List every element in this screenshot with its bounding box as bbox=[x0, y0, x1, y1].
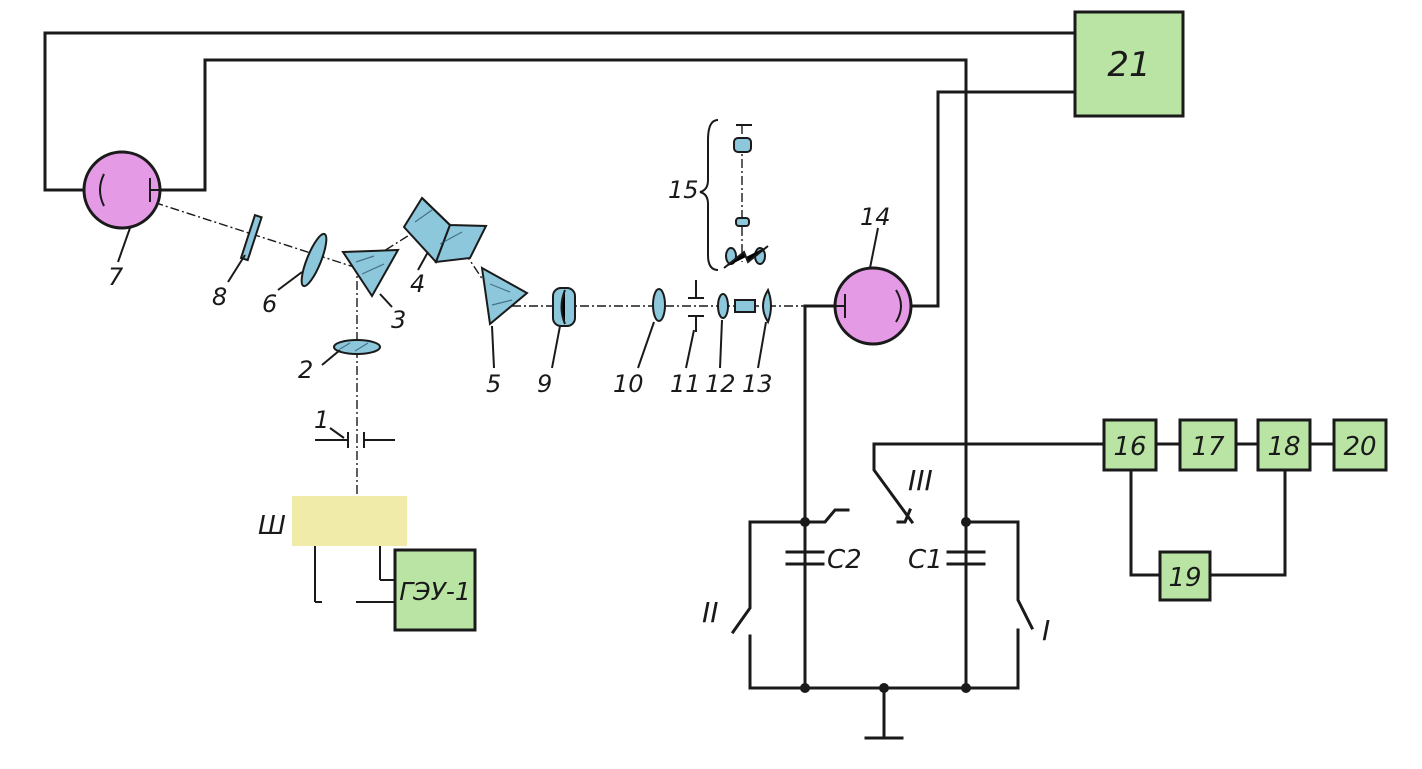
label-c2: C2 bbox=[827, 545, 862, 575]
wire-16-19 bbox=[1129, 468, 1162, 577]
label-7: 7 bbox=[108, 263, 124, 291]
entrance-slit bbox=[315, 432, 395, 448]
block-19: 19 bbox=[1158, 550, 1212, 602]
label-6: 6 bbox=[262, 290, 277, 318]
wire-21-to-pm7-left bbox=[43, 31, 1077, 192]
wire-pm14-to-c2 bbox=[803, 304, 837, 690]
junction-c2-top bbox=[800, 517, 810, 527]
switch-i-blade bbox=[964, 520, 1035, 631]
label-14: 14 bbox=[860, 203, 891, 231]
label-switch-iii: III bbox=[908, 464, 933, 497]
switch-iii-contact bbox=[896, 508, 912, 524]
optical-assembly-15 bbox=[699, 119, 769, 271]
prism-5 bbox=[480, 266, 529, 326]
photomultiplier-14 bbox=[833, 266, 913, 346]
wire-pm7-to-bus bbox=[158, 58, 968, 690]
block-20: 20 bbox=[1332, 418, 1388, 472]
label-1: 1 bbox=[314, 406, 329, 434]
label-4: 4 bbox=[410, 270, 425, 298]
condenser-lens-2 bbox=[333, 339, 381, 355]
block-geu-label: ГЭУ-1 bbox=[399, 577, 471, 606]
block-18-label: 18 bbox=[1267, 432, 1300, 462]
switch-ii-blade bbox=[730, 520, 752, 635]
wire-21-to-pm14 bbox=[908, 90, 1077, 308]
switch-iii-to-16 bbox=[872, 442, 1106, 525]
block-21: 21 bbox=[1073, 10, 1185, 118]
optics bbox=[239, 119, 772, 355]
component-labels: 2 1 3 4 5 6 7 8 9 10 11 12 13 14 15 Ш C2… bbox=[108, 176, 1050, 647]
lens-6 bbox=[300, 232, 328, 288]
label-c1: C1 bbox=[908, 545, 943, 575]
lens-12 bbox=[717, 293, 729, 319]
block-16: 16 bbox=[1102, 418, 1158, 472]
label-15: 15 bbox=[668, 176, 699, 204]
label-2: 2 bbox=[298, 356, 313, 384]
label-3: 3 bbox=[391, 306, 406, 334]
block-16-label: 16 bbox=[1113, 432, 1146, 462]
label-switch-i: I bbox=[1042, 614, 1050, 647]
block-21-label: 21 bbox=[1107, 45, 1150, 85]
junction-c2-bottom bbox=[800, 683, 810, 693]
exit-slit-11 bbox=[688, 280, 704, 332]
block-19-label: 19 bbox=[1168, 563, 1201, 593]
label-switch-ii: II bbox=[702, 596, 719, 629]
source-housing bbox=[292, 496, 407, 546]
label-9: 9 bbox=[537, 370, 552, 398]
lens-10 bbox=[652, 288, 666, 322]
label-10: 10 bbox=[613, 370, 644, 398]
label-11: 11 bbox=[670, 370, 701, 398]
block-20-label: 20 bbox=[1343, 432, 1376, 462]
junction-ground bbox=[879, 683, 889, 693]
block-17-label: 17 bbox=[1191, 432, 1225, 462]
junction-c1-top bbox=[961, 517, 971, 527]
label-12: 12 bbox=[705, 370, 736, 398]
beam-paths bbox=[121, 125, 830, 545]
block-geu-1: ГЭУ-1 bbox=[393, 548, 477, 632]
wire-19-18 bbox=[1208, 468, 1287, 577]
label-8: 8 bbox=[212, 283, 227, 311]
photomultiplier-7 bbox=[82, 150, 162, 230]
filter-8 bbox=[239, 213, 263, 262]
wire-c2-top bbox=[748, 508, 850, 524]
label-sh: Ш bbox=[258, 511, 286, 541]
lens-13 bbox=[762, 287, 772, 325]
label-13: 13 bbox=[742, 370, 773, 398]
light-guide bbox=[734, 299, 756, 313]
block-18: 18 bbox=[1256, 418, 1312, 472]
prism-4b bbox=[421, 197, 488, 264]
block-17: 17 bbox=[1178, 418, 1238, 472]
junction-c1-bottom bbox=[961, 683, 971, 693]
label-5: 5 bbox=[486, 370, 501, 398]
